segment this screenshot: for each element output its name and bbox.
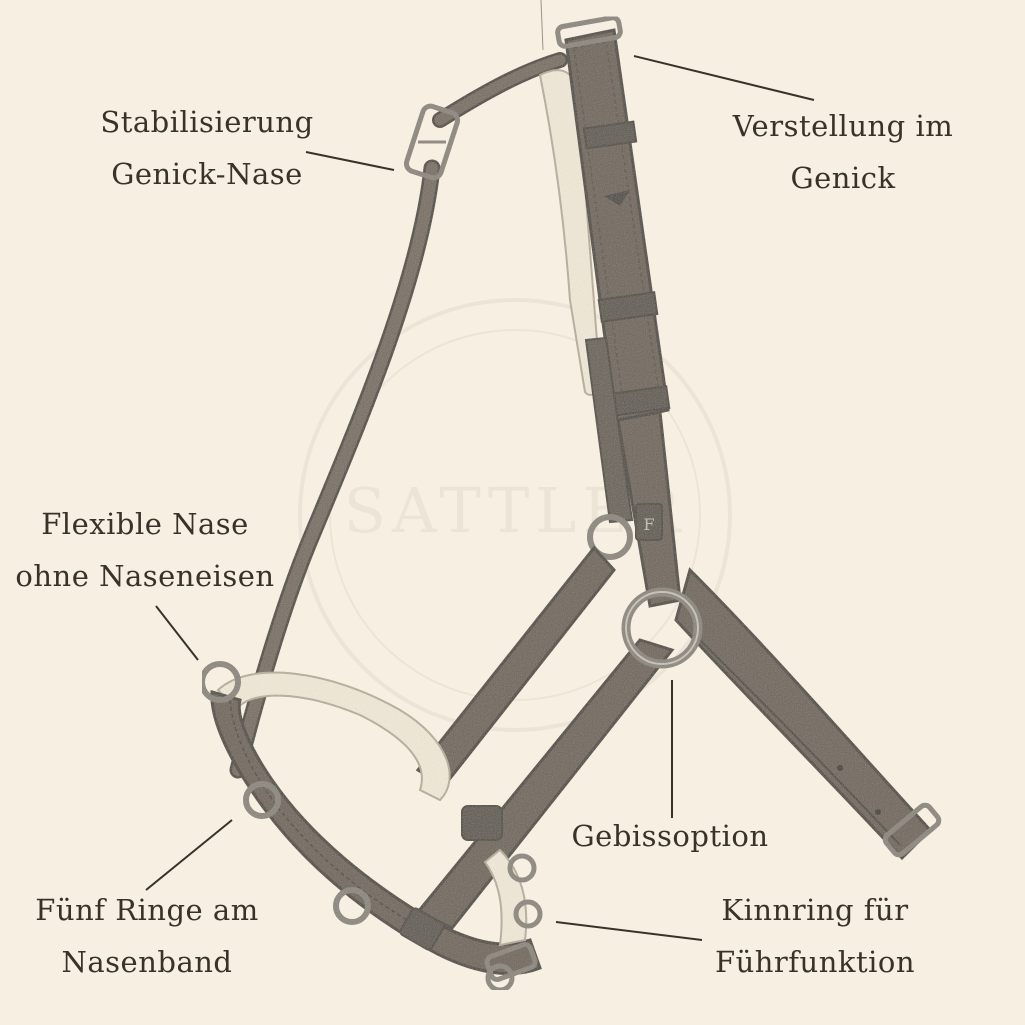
noseband-ring-3 [333, 887, 371, 925]
crown-strap [564, 28, 671, 424]
label-verstellung-line2: Genick [790, 161, 896, 195]
crown-buckle [555, 15, 623, 49]
leader-verstellung [633, 55, 815, 101]
label-kinnring-line1: Kinnring für [721, 893, 909, 927]
leader-fuenf-ringe [145, 819, 233, 891]
label-gebissoption: Gebissoption [560, 810, 780, 862]
noseband-ring-5 [513, 899, 543, 929]
logo-tag: F [635, 503, 663, 541]
label-gebissoption-line1: Gebissoption [571, 819, 769, 853]
label-stabilisierung-line1: Stabilisierung [100, 105, 314, 139]
bit-ring [621, 587, 703, 669]
chin-ring [484, 942, 538, 993]
label-verstellung-line1: Verstellung im [732, 109, 954, 143]
label-flexible-nase-line2: ohne Naseneisen [15, 559, 275, 593]
label-flexible-nase-line1: Flexible Nase [41, 507, 249, 541]
leader-flexible-nase [155, 605, 199, 661]
noseband-ring-1 [199, 661, 241, 703]
noseband-ring-2 [243, 781, 281, 819]
throat-ring [587, 514, 633, 560]
throat-latch-strap [674, 567, 933, 861]
watermark-inner-circle [329, 329, 701, 701]
hanging-string [540, 0, 544, 51]
leader-stabilisierung [305, 151, 395, 171]
label-flexible-nase: Flexible Nase ohne Naseneisen [10, 498, 280, 602]
logo-glyph: F [643, 515, 654, 534]
jaw-strap [415, 638, 675, 930]
label-kinnring-line2: Führfunktion [714, 945, 916, 979]
leader-lines [145, 55, 815, 941]
watermark-circle [298, 298, 732, 732]
label-fuenf-ringe: Fünf Ringe am Nasenband [22, 884, 272, 988]
label-stabilisierung: Stabilisierung Genick-Nase [82, 96, 332, 200]
label-kinnring: Kinnring für Führfunktion [700, 884, 930, 988]
label-fuenf-ringe-line1: Fünf Ringe am [35, 893, 259, 927]
stabilizer-buckle [403, 103, 461, 181]
label-verstellung: Verstellung im Genick [718, 100, 968, 204]
noseband-ring-4 [507, 853, 537, 883]
throat-latch-buckle [882, 802, 942, 858]
noseband-rings [199, 661, 543, 929]
leader-kinnring [555, 921, 703, 941]
label-fuenf-ringe-line2: Nasenband [61, 945, 233, 979]
noseband-keeper [399, 907, 445, 951]
label-stabilisierung-line2: Genick-Nase [111, 157, 303, 191]
